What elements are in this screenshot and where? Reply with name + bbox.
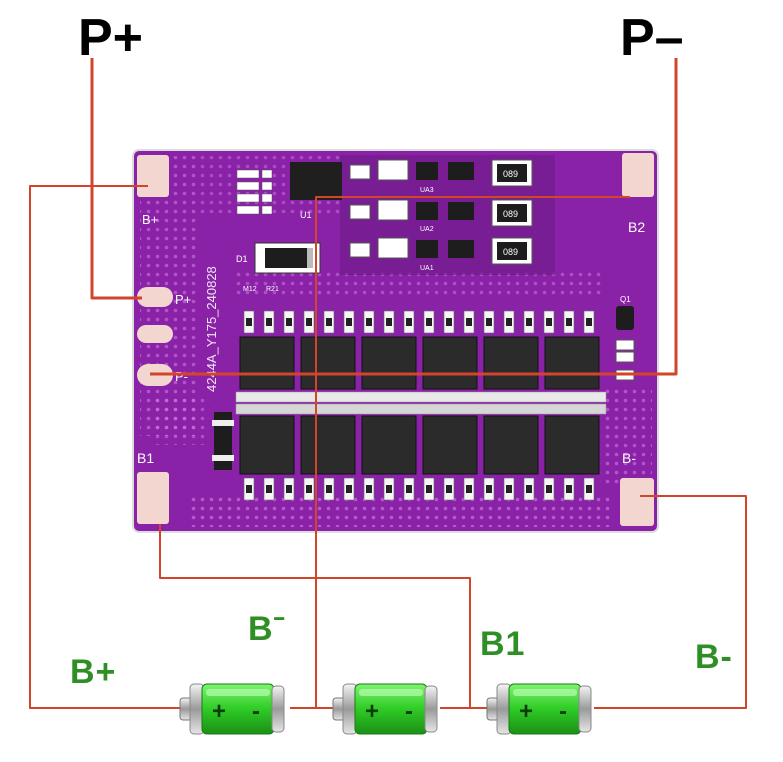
wire-p-plus [90, 58, 142, 300]
battery-minus-sign: - [252, 698, 260, 725]
battery-pack: +-+-+- [179, 683, 592, 735]
mosfet [483, 336, 539, 390]
mosfet [239, 336, 295, 390]
silk-m12: M12 [243, 286, 257, 293]
silk-u1: U1 [300, 210, 312, 220]
pad-b1 [137, 472, 169, 524]
silk-ua1: UA1 [420, 265, 434, 272]
pad-label-b1: B1 [137, 450, 154, 466]
pad-b-plus [137, 155, 169, 197]
label-p-plus: P+ [78, 9, 144, 67]
transistor-q1 [616, 306, 634, 330]
wire-b-plus [29, 185, 190, 709]
resistor-array-left [236, 169, 273, 215]
mosfet [300, 336, 356, 390]
chip-u1 [290, 162, 342, 200]
label-b-minus: B- [695, 638, 733, 676]
pad-label-b-plus: B+ [142, 212, 158, 227]
mosfet-row-top [239, 336, 600, 390]
label-b-minus-mid: Bˉ [248, 610, 286, 648]
pad-mid-slot [137, 325, 173, 343]
mosfet [361, 336, 417, 390]
label-b1: B1 [480, 625, 526, 663]
battery-plus-sign: + [212, 698, 226, 725]
silk-ua3: UA3 [420, 187, 434, 194]
resistor-mark-2: 089 [503, 209, 518, 219]
pad-label-b2: B2 [628, 219, 645, 235]
wire-b2 [315, 196, 630, 708]
mosfet [239, 415, 295, 475]
mosfet [544, 336, 600, 390]
battery-minus-sign: - [559, 698, 567, 725]
label-p-minus: P– [620, 9, 684, 67]
label-b-plus: B+ [70, 653, 117, 691]
ua-chip-row-2 [349, 199, 533, 227]
pad-p-plus [137, 287, 173, 307]
battery-plus-sign: + [519, 698, 533, 725]
ua-chip-row-3 [349, 237, 533, 265]
wire-b1 [159, 524, 471, 708]
pad-label-p-plus: P+ [175, 292, 191, 307]
mosfet [544, 415, 600, 475]
resistor-mark-3: 089 [503, 247, 518, 257]
mosfet [422, 336, 478, 390]
battery-minus-sign: - [405, 698, 413, 725]
battery-cell: +- [179, 683, 285, 735]
resistor-mark-1: 089 [503, 169, 518, 179]
wire-b-minus [594, 495, 747, 709]
silk-q1: Q1 [620, 295, 631, 304]
battery-plus-sign: + [365, 698, 379, 725]
resistor-row-top [243, 310, 595, 334]
pad-b2 [622, 153, 654, 197]
mosfet [300, 415, 356, 475]
busbar-strips [235, 391, 607, 415]
mosfet [483, 415, 539, 475]
mosfet-row-bottom [239, 415, 600, 475]
via-field-mid [150, 395, 210, 445]
battery-cell: +- [486, 683, 592, 735]
silk-ua2: UA2 [420, 226, 434, 233]
via-field-bottom [190, 495, 610, 527]
via-field-strip [235, 272, 605, 298]
pad-label-p-minus: P- [175, 369, 188, 384]
silk-d1: D1 [236, 254, 248, 264]
pad-label-b-minus: B- [622, 450, 636, 466]
via-field-right [600, 385, 652, 485]
silk-r21: R21 [266, 286, 279, 293]
resistor-row-bottom [243, 477, 595, 501]
pad-b-minus [620, 478, 654, 526]
bms-board: B+ P+ P- B2 B1 B- 4244A_Y175_240828 D1 U… [132, 149, 659, 533]
mosfet [361, 415, 417, 475]
mosfet [422, 415, 478, 475]
battery-cell: +- [332, 683, 438, 735]
ua-chip-row-1 [349, 159, 533, 187]
part-number: 4244A_Y175_240828 [204, 266, 219, 392]
wire-p-minus [150, 58, 678, 376]
